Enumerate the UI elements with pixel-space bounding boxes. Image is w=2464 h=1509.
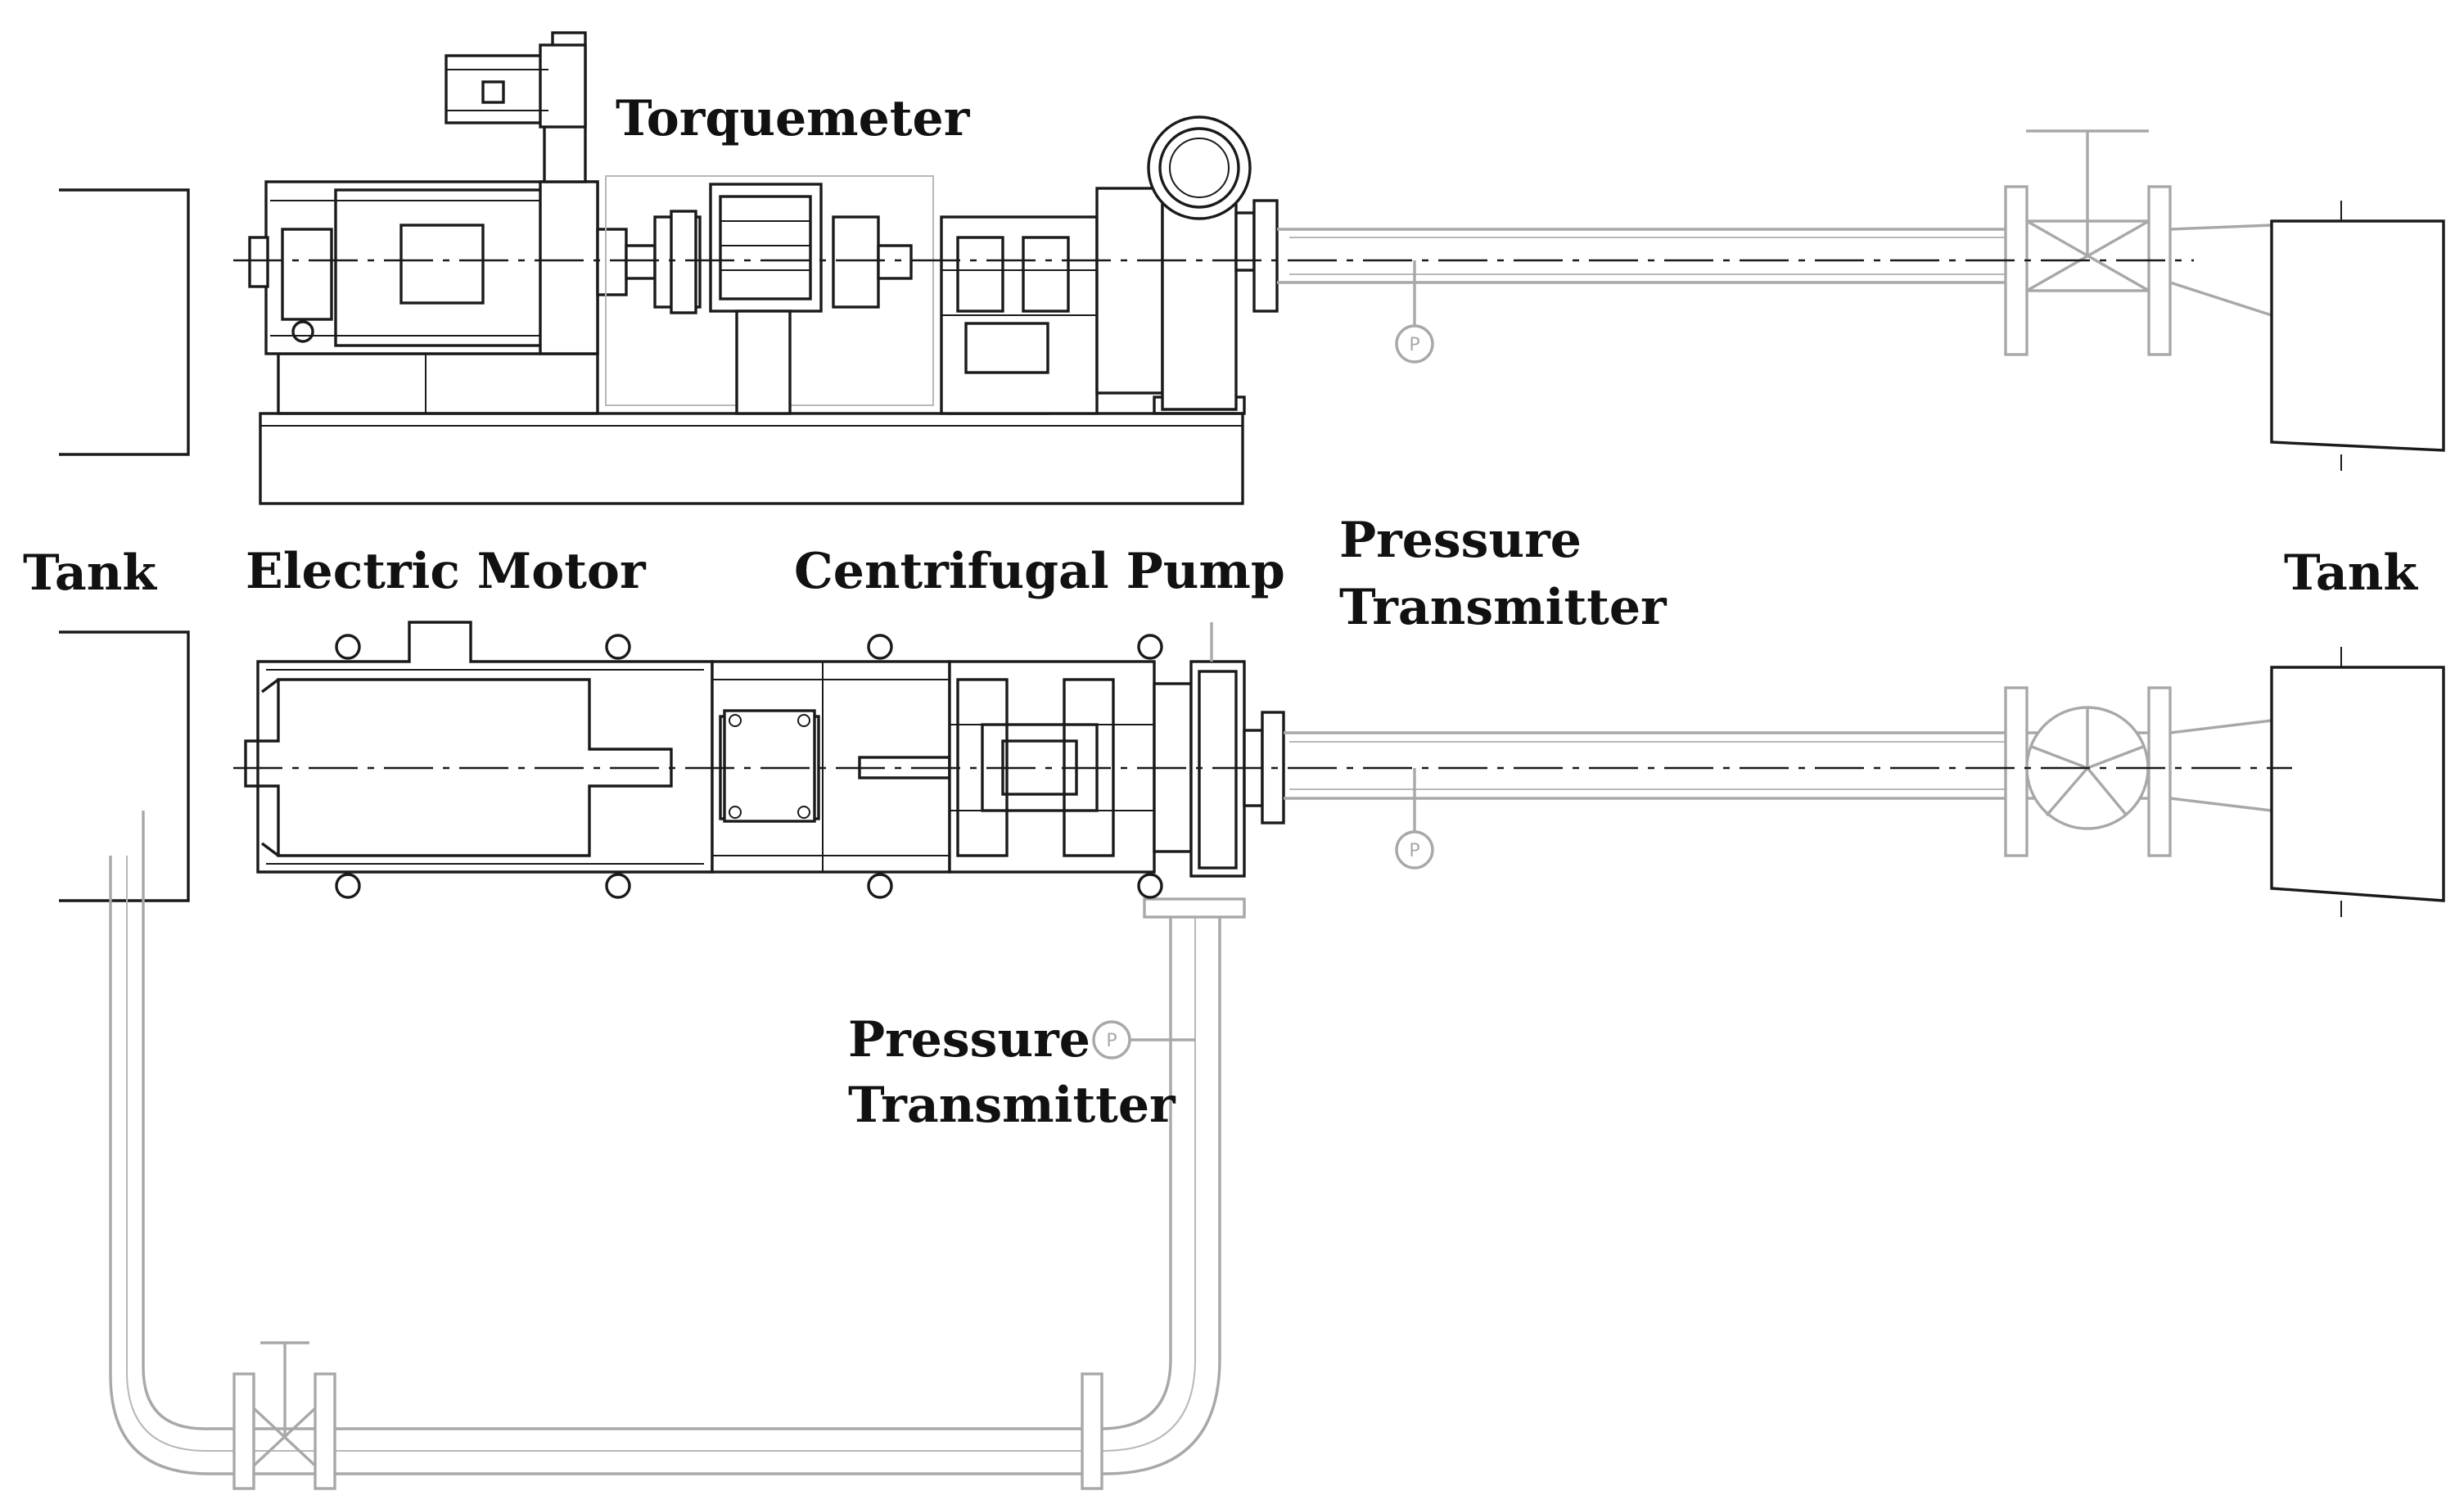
electric-motor-side (248, 31, 628, 355)
label-electric-motor: Electric Motor (246, 543, 647, 600)
pressure-tag-suction: P (1106, 1031, 1117, 1051)
electric-motor-plan (244, 621, 714, 899)
plan-view: P (59, 621, 2445, 1490)
torquemeter-side (605, 175, 934, 415)
centrifugal-pump-side (940, 115, 1279, 415)
labels: Torquemeter Tank Electric Motor Centrifu… (23, 90, 2418, 1134)
tank-left-plan (59, 630, 190, 902)
discharge-pipe-plan: P (1284, 686, 2272, 870)
tank-right-side (2270, 201, 2445, 471)
tank-right-plan (2270, 647, 2445, 917)
suction-pipe-loop: P (109, 811, 1246, 1490)
label-pressure-transmitter-suction-line1: Pressure (848, 1011, 1090, 1068)
label-centrifugal-pump: Centrifugal Pump (794, 543, 1285, 600)
tank-left-side (59, 188, 190, 456)
label-tank-right: Tank (2284, 544, 2418, 602)
pressure-tag-plan: P (1409, 841, 1419, 861)
side-elevation-view: P (59, 31, 2445, 505)
label-pressure-transmitter-discharge-line1: Pressure (1339, 512, 1582, 569)
label-pressure-transmitter-discharge-line2: Transmitter (1339, 579, 1667, 636)
discharge-pipe-side: P (1277, 129, 2272, 364)
centrifugal-pump-plan (948, 622, 1285, 899)
pressure-tag-side: P (1409, 335, 1419, 355)
label-pressure-transmitter-suction-line2: Transmitter (848, 1077, 1176, 1134)
base-plate (259, 352, 1246, 505)
label-tank-left: Tank (23, 544, 157, 602)
torquemeter-plan (711, 634, 951, 899)
label-torquemeter: Torquemeter (616, 90, 971, 147)
